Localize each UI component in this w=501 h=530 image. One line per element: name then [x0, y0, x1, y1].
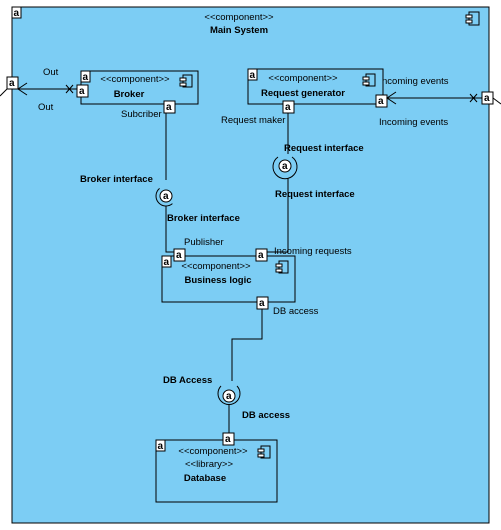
- connector-publisher[interactable]: [165, 206, 174, 253]
- svg-text:a: a: [83, 72, 89, 83]
- db-interface-label-lower: DB access: [242, 410, 290, 421]
- label-publisher: Publisher: [184, 237, 224, 248]
- svg-text:a: a: [9, 78, 15, 89]
- business-logic-component[interactable]: a <<component>> Business logic: [161, 255, 296, 303]
- request-generator-name: Request generator: [261, 88, 345, 99]
- svg-text:a: a: [166, 102, 172, 113]
- request-generator-stereotype: <<component>>: [268, 73, 338, 84]
- svg-text:a: a: [225, 434, 231, 445]
- business-logic-port-publisher[interactable]: a: [173, 248, 186, 262]
- request-interface-symbol[interactable]: a: [272, 156, 298, 180]
- label-db-access-port: DB access: [273, 306, 319, 317]
- request-generator-port-incoming-events[interactable]: a: [375, 94, 388, 108]
- request-interface-label-upper: Request interface: [284, 143, 364, 154]
- database-stereotype-library: <<library>>: [185, 459, 234, 470]
- svg-text:a: a: [250, 70, 256, 81]
- broker-component-icon: [179, 74, 193, 88]
- connector-out[interactable]: [0, 82, 77, 97]
- svg-text:a: a: [164, 257, 170, 268]
- request-generator-component[interactable]: a <<component>> Request generator: [247, 68, 384, 105]
- database-port-db-access[interactable]: a: [222, 432, 235, 446]
- svg-text:a: a: [484, 93, 490, 104]
- business-logic-stereotype: <<component>>: [181, 261, 251, 272]
- request-generator-component-icon: [362, 73, 376, 87]
- label-incoming-events-top: ncoming events: [382, 76, 449, 87]
- business-logic-port-db-access[interactable]: a: [256, 296, 269, 310]
- svg-text:a: a: [285, 102, 291, 113]
- svg-text:a: a: [163, 191, 169, 202]
- system-stereotype: <<component>>: [204, 12, 274, 23]
- svg-text:a: a: [282, 161, 288, 172]
- system-port-incoming-events[interactable]: a: [481, 91, 494, 105]
- connector-incoming-events[interactable]: [386, 91, 501, 105]
- svg-text:a: a: [258, 250, 264, 261]
- label-incoming-events-bottom: Incoming events: [379, 117, 448, 128]
- broker-interface-label-upper: Broker interface: [80, 174, 153, 185]
- system-component-icon: [465, 11, 480, 26]
- label-out-top: Out: [43, 67, 59, 78]
- label-subcriber: Subcriber: [121, 109, 162, 120]
- connector-incoming-requests[interactable]: [267, 178, 289, 253]
- database-name: Database: [184, 473, 226, 484]
- broker-interface-symbol[interactable]: a: [152, 187, 173, 210]
- database-component-icon: [257, 445, 271, 459]
- db-interface-symbol[interactable]: a: [217, 385, 241, 405]
- business-logic-component-icon: [275, 260, 289, 274]
- label-out-bottom: Out: [38, 102, 54, 113]
- request-interface-label-lower: Request interface: [275, 189, 355, 200]
- svg-text:a: a: [378, 96, 384, 107]
- broker-stereotype: <<component>>: [100, 74, 170, 85]
- database-stereotype: <<component>>: [178, 446, 248, 457]
- database-component[interactable]: a <<component>> <<library>> Database: [155, 439, 278, 503]
- system-corner-port-label: a: [14, 8, 20, 19]
- svg-text:a: a: [226, 391, 232, 402]
- system-port-out[interactable]: a: [6, 76, 19, 90]
- broker-port-subcriber[interactable]: a: [163, 100, 176, 114]
- broker-component[interactable]: a <<component>> Broker: [80, 70, 199, 105]
- label-request-maker: Request maker: [221, 115, 285, 126]
- svg-text:a: a: [79, 86, 85, 97]
- request-generator-port-request-maker[interactable]: a: [282, 100, 295, 114]
- business-logic-port-incoming-requests[interactable]: a: [255, 248, 268, 262]
- svg-text:a: a: [158, 441, 164, 452]
- db-interface-label-upper: DB Access: [163, 375, 212, 386]
- connector-db-access[interactable]: [231, 309, 263, 381]
- broker-port-out[interactable]: a: [76, 84, 89, 98]
- business-logic-name: Business logic: [184, 275, 251, 286]
- broker-interface-label-lower: Broker interface: [167, 213, 240, 224]
- system-name: Main System: [210, 25, 268, 36]
- label-incoming-requests: Incoming requests: [274, 246, 352, 257]
- svg-text:a: a: [259, 298, 265, 309]
- system-corner-port[interactable]: [11, 6, 22, 19]
- broker-name: Broker: [114, 89, 145, 100]
- svg-text:a: a: [176, 250, 182, 261]
